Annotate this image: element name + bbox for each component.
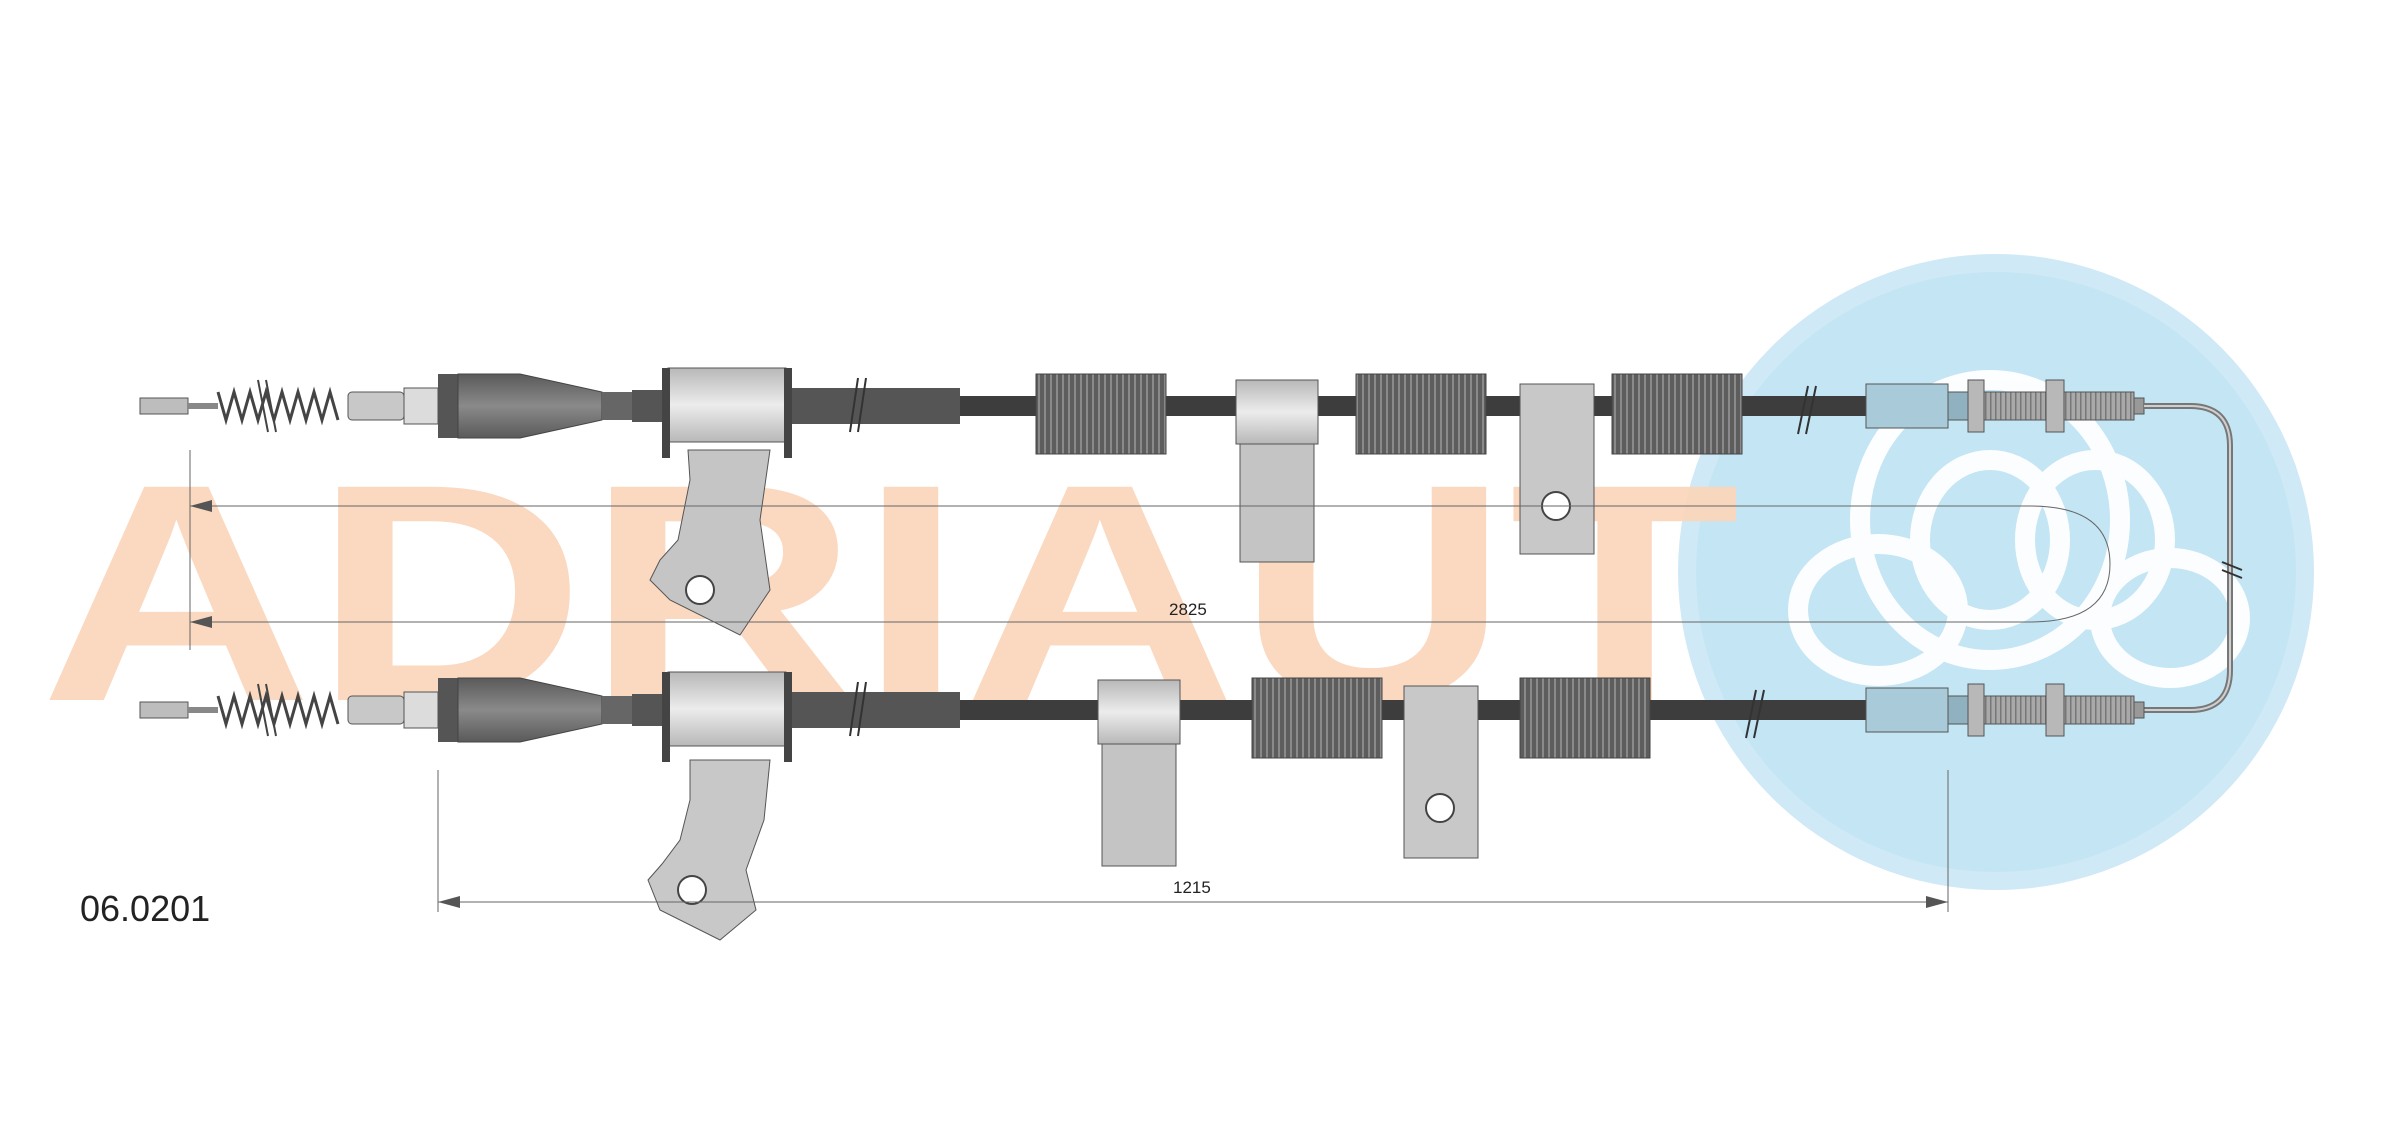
dimension-partial-label: 1215 <box>1173 878 1211 897</box>
spring-icon <box>216 386 340 426</box>
part-number: 06.0201 <box>80 888 211 929</box>
bolt-hole <box>1425 793 1455 823</box>
clip-bracket <box>1097 679 1181 745</box>
dimension-total <box>189 450 2111 650</box>
mount-grommet <box>667 367 787 443</box>
ribbed-grip <box>1251 677 1383 759</box>
mounting-bracket <box>647 759 771 941</box>
mount-grommet <box>667 671 787 747</box>
end-fitting <box>1865 383 1949 429</box>
ribbed-grip <box>1519 677 1651 759</box>
spring-icon <box>216 690 340 730</box>
clip-bracket <box>1519 383 1595 555</box>
dimension-partial <box>437 770 1949 912</box>
crimp-fitting <box>347 391 405 421</box>
hex-nut <box>2045 683 2065 737</box>
dimension-total-label: 2825 <box>1169 600 1207 619</box>
ribbed-grip <box>1611 373 1743 455</box>
crimp-fitting <box>347 695 405 725</box>
end-fitting <box>1865 687 1949 733</box>
hex-nut <box>2045 379 2065 433</box>
clip-bracket <box>1235 379 1319 445</box>
end-pin <box>139 701 189 719</box>
clip-bracket <box>1403 685 1479 859</box>
mounting-bracket <box>649 449 771 636</box>
ribbed-grip <box>1035 373 1167 455</box>
bolt-hole <box>677 875 707 905</box>
end-pin <box>139 397 189 415</box>
upper-cable <box>139 367 2145 636</box>
bolt-hole <box>685 575 715 605</box>
hex-nut <box>1967 683 1985 737</box>
lower-cable <box>139 671 2145 941</box>
ribbed-grip <box>1355 373 1487 455</box>
hex-nut <box>1967 379 1985 433</box>
adriaut-logo-icon <box>1678 254 2314 890</box>
